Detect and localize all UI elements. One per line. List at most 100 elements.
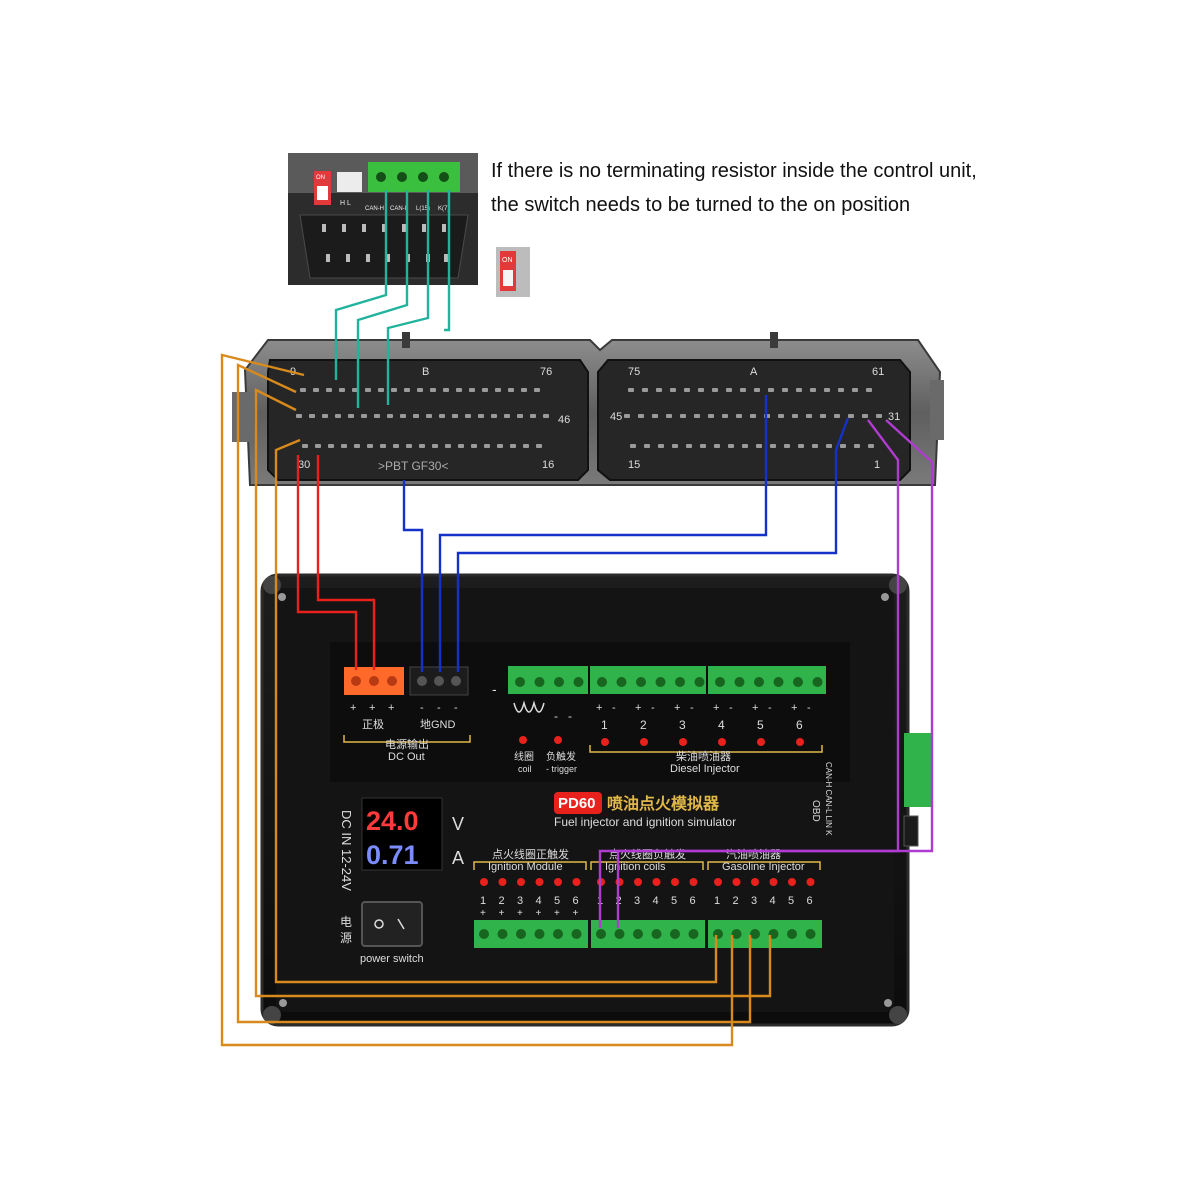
diesel-led-2 (640, 738, 648, 746)
diesel-minus-2: - (651, 702, 655, 714)
diesel-channel-4: 4 (718, 718, 725, 732)
ecu-a-label-61: 61 (872, 366, 884, 378)
dc-out-en: DC Out (388, 751, 425, 763)
ecu-b-label-76: 76 (540, 366, 552, 378)
dc-out-cn: 电源输出 (385, 737, 429, 751)
gas-injector-led-4 (769, 878, 778, 886)
diesel-plus-6: + (791, 702, 797, 714)
diesel-terminal-b[interactable] (708, 666, 826, 694)
ign-coils-channel-4: 4 (653, 895, 659, 907)
gas-injector-channel-1: 1 (714, 895, 720, 907)
gas-injector-led-6 (806, 878, 815, 886)
title-cn: 喷油点火模拟器 (607, 794, 720, 813)
ign-module-led-1 (480, 878, 488, 886)
dip-switch-photo: ON (496, 247, 530, 297)
power-cn-1: 电 (340, 915, 352, 929)
trigger-cn: 负触发 (546, 750, 576, 763)
trigger-led (554, 736, 562, 744)
obd-side-terminal[interactable] (904, 733, 932, 807)
obd-pin-k7: K(7) (438, 206, 449, 212)
diesel-minus-6: - (807, 702, 811, 714)
gas-injector-led-2 (732, 878, 741, 886)
diesel-led-4 (718, 738, 726, 746)
current-readout: 0.71 (366, 840, 419, 870)
ign-module-channel-4: 4 (536, 895, 542, 907)
diesel-terminal-a[interactable] (590, 666, 706, 694)
ign-coils-terminal[interactable] (591, 920, 705, 948)
diesel-plus-3: + (674, 702, 680, 714)
ign-module-plus-5: + (554, 908, 560, 919)
diesel-channel-2: 2 (640, 718, 647, 732)
coil-en: coil (518, 764, 532, 774)
power-switch[interactable] (361, 901, 423, 947)
wire-signal-3 (456, 417, 850, 672)
ign-coils-led-3 (634, 878, 642, 886)
ecu-b-label-30: 30 (298, 459, 310, 471)
wire-can-1 (334, 190, 388, 380)
diesel-plus-2: + (635, 702, 641, 714)
gas-injector-channel-2: 2 (733, 895, 739, 907)
ign-module-led-2 (498, 878, 507, 886)
obd-pin-canh: CAN-H (365, 206, 384, 212)
ign-coils-en: Ignition coils (605, 861, 666, 873)
diesel-plus-1: + (596, 702, 602, 714)
ign-coils-led-2 (615, 878, 624, 886)
ign-module-plus-6: + (573, 908, 579, 919)
dc-minus-3: - (454, 702, 458, 714)
power-switch-label: power switch (360, 953, 424, 965)
ign-module-channel-3: 3 (517, 895, 523, 907)
ign-module-led-6 (572, 878, 581, 886)
dip-on-text: ON (502, 257, 513, 264)
ign-module-plus-1: + (480, 908, 486, 919)
power-cn-2: 源 (340, 931, 352, 945)
dc-plus-3: + (388, 702, 394, 714)
current-unit: A (452, 848, 464, 868)
coil-led (519, 736, 527, 744)
ign-module-plus-2: + (499, 908, 505, 919)
ign-module-led-4 (535, 878, 544, 886)
voltage-unit: V (452, 814, 464, 834)
model-text: PD60 (558, 795, 596, 812)
trigger-en: - trigger (546, 764, 577, 774)
wire-gas-2 (236, 363, 752, 1024)
ign-module-channel-5: 5 (554, 895, 560, 907)
diesel-led-5 (757, 738, 765, 746)
diesel-channel-6: 6 (796, 718, 803, 732)
ign-coils-channel-3: 3 (634, 895, 640, 907)
ign-module-terminal[interactable] (474, 920, 588, 948)
volt-amp-meter (361, 797, 443, 871)
gas-injector-en: Gasoline Injector (722, 861, 805, 873)
ign-module-en: Ignition Module (488, 861, 563, 873)
diesel-channel-5: 5 (757, 718, 764, 732)
wire-can-2 (356, 190, 409, 408)
diesel-plus-4: + (713, 702, 719, 714)
simulator-box: + + + - - - 正极 地GND 电源输出 DC Out - - - 线圈… (260, 573, 932, 1027)
ign-module-channel-1: 1 (480, 895, 486, 907)
gas-injector-terminal[interactable] (708, 920, 822, 948)
diesel-en: Diesel Injector (670, 763, 740, 775)
ecu-a-label-a: A (750, 366, 758, 378)
diesel-channel-3: 3 (679, 718, 686, 732)
ign-module-channel-2: 2 (499, 895, 505, 907)
trigger-minus-1: - (554, 709, 558, 723)
gas-injector-cn: 汽油喷油器 (726, 847, 781, 861)
diesel-plus-5: + (752, 702, 758, 714)
wire-gas-3 (254, 388, 772, 998)
ecu-connector-a: 75 A 61 45 31 15 1 (597, 359, 911, 481)
dc-minus-2: - (437, 702, 441, 714)
dc-minus-1: - (420, 702, 424, 714)
coil-cn: 线圈 (514, 750, 534, 763)
diesel-minus-4: - (729, 702, 733, 714)
ign-coils-led-6 (689, 878, 698, 886)
ign-coils-cn: 点火线圈负触发 (609, 847, 686, 861)
ecu-b-label-b: B (422, 366, 429, 378)
dc-in-label: DC IN 12-24V (339, 810, 354, 891)
ign-module-channel-6: 6 (573, 895, 579, 907)
ign-module-led-3 (517, 878, 525, 886)
obd-pin-labels: CAN-H CAN-L LIN K (824, 762, 833, 836)
ecu-connector-b: 9 B 76 46 30 16 >PBT GF30< (267, 359, 589, 481)
wire-signal-1 (402, 480, 424, 672)
gas-injector-led-1 (714, 878, 722, 886)
voltage-readout: 24.0 (366, 806, 419, 836)
ecu-b-label-46: 46 (558, 414, 570, 426)
